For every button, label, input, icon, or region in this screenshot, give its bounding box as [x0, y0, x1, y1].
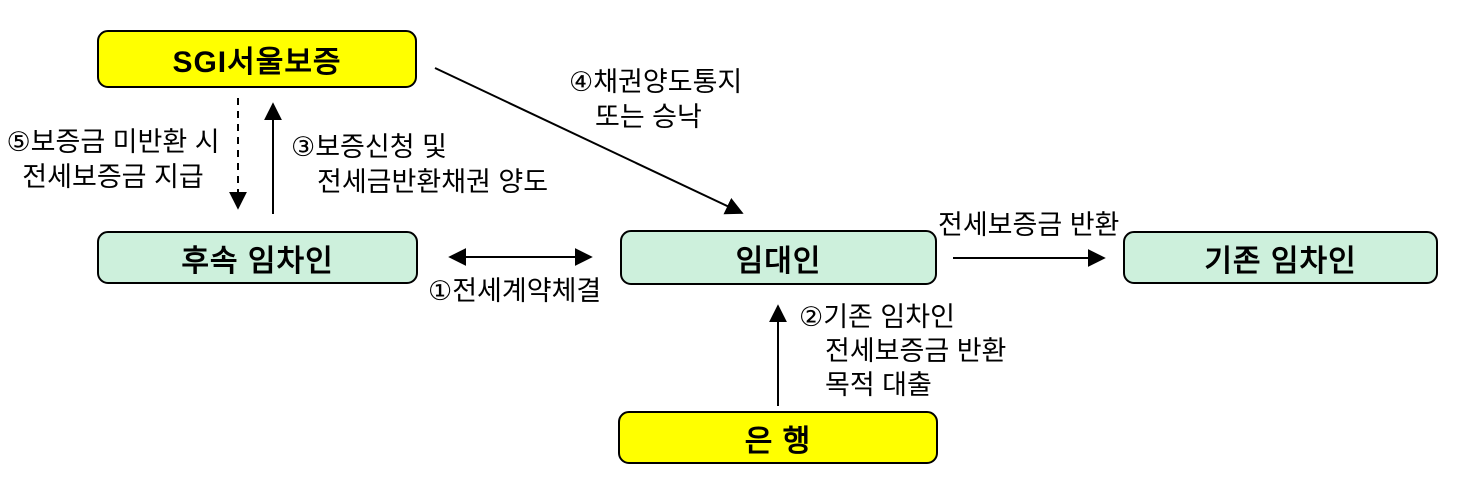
edge-label-contract: ①전세계약체결	[428, 274, 601, 309]
edge-label-payout-line2: 전세보증금 지급	[22, 162, 204, 192]
edge-label-guarantee-line2: 전세금반환채권 양도	[317, 167, 549, 197]
edge-label-loan-line2: 전세보증금 반환	[825, 336, 1007, 366]
node-next-tenant: 후속 임차인	[97, 231, 418, 284]
node-bank-label: 은 행	[744, 424, 812, 458]
edge-label-contract-text: ①전세계약체결	[428, 276, 602, 306]
edge-label-assignment-notice: ④채권양도통지 또는 승낙	[569, 65, 742, 135]
edge-label-guarantee-line1: ③보증신청 및	[291, 132, 447, 162]
edge-label-notice-line1: ④채권양도통지	[569, 67, 743, 97]
edge-label-loan-line1: ②기존 임차인	[799, 302, 955, 332]
edge-label-refund-text: 전세보증금 반환	[938, 210, 1120, 240]
node-landlord: 임대인	[620, 230, 937, 285]
node-sgi-seoul-guarantee: SGI서울보증	[97, 30, 417, 88]
edge-label-payout: ⑤보증금 미반환 시 전세보증금 지급	[4, 125, 222, 195]
node-prev-tenant-label: 기존 임차인	[1204, 244, 1357, 278]
edge-label-payout-line1: ⑤보증금 미반환 시	[6, 127, 220, 157]
edge-label-guarantee-apply: ③보증신청 및 전세금반환채권 양도	[291, 130, 548, 200]
edge-label-notice-line2: 또는 승낙	[595, 102, 702, 132]
edge-label-refund: 전세보증금 반환	[938, 208, 1119, 243]
node-landlord-label: 임대인	[735, 244, 822, 278]
node-previous-tenant: 기존 임차인	[1123, 231, 1438, 284]
node-next-tenant-label: 후속 임차인	[181, 244, 334, 278]
node-bank: 은 행	[618, 411, 938, 464]
arrow-assignment-notice-diagonal	[434, 67, 744, 215]
edge-label-loan: ②기존 임차인 전세보증금 반환 목적 대출	[799, 300, 1006, 402]
edge-label-loan-line3: 목적 대출	[825, 370, 932, 400]
node-sgi-label: SGI서울보증	[172, 46, 342, 79]
